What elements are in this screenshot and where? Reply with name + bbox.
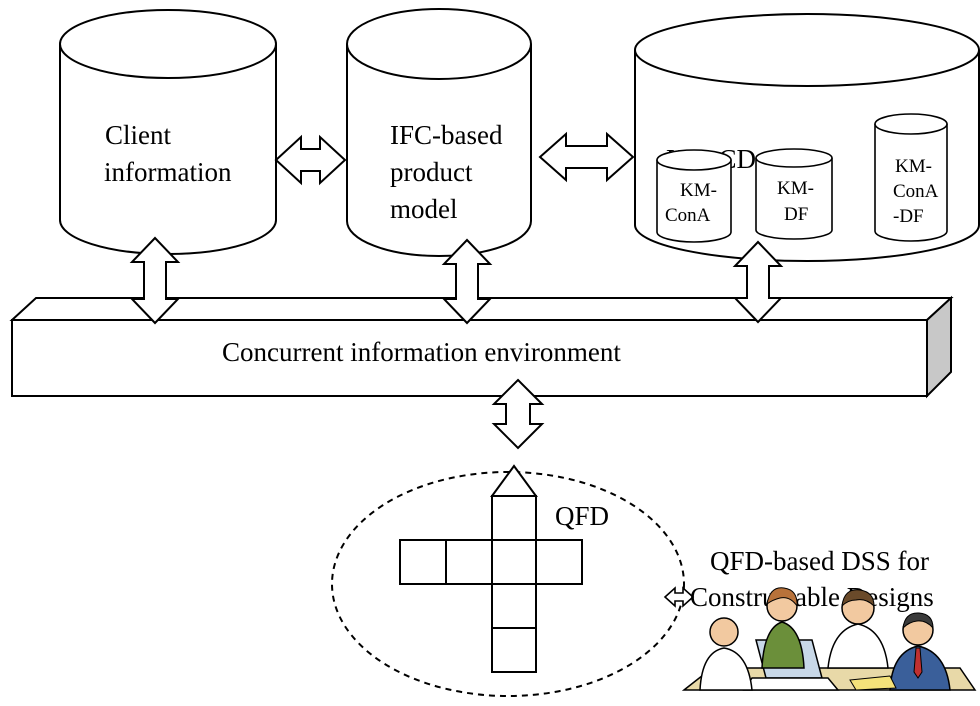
double-arrow-product-environment (441, 238, 493, 325)
km-cona-df-database: KM- ConA -DF (874, 113, 948, 242)
double-arrow-qfd-dss (663, 586, 695, 608)
qfd-cell-bottom-1 (491, 583, 537, 629)
qfd-cell-bottom-2 (491, 627, 537, 673)
double-arrow-product-kmcd (538, 131, 635, 183)
qfd-cell-center (491, 539, 537, 585)
qfd-cell-top-1 (491, 495, 537, 541)
km-df-database: KM- DF (755, 148, 833, 240)
km-cona-database: KM- ConA (656, 149, 732, 243)
double-arrow-kmcd-environment (732, 240, 784, 324)
client-label-line1: Client (105, 120, 171, 150)
kmdf-label-line2: DF (784, 204, 808, 225)
person-center-hair (841, 589, 875, 608)
kmconadf-label-line2: ConA (893, 181, 939, 202)
km-cd-qfd-database: KM-CD-QFD KM- ConA KM- DF KM- ConA -DF (634, 13, 980, 262)
qfd-dashed-boundary (331, 471, 685, 697)
kmdf-label-line1: KM- (777, 178, 814, 199)
person-right-hair (902, 612, 934, 630)
product-label-line1: IFC-based (390, 120, 503, 150)
dss-label-line1: QFD-based DSS for (710, 546, 929, 576)
double-arrow-client-environment (129, 236, 181, 325)
ifc-product-model-database: IFC-based product model (346, 8, 532, 257)
dss-label-line2: Constructable Designs (690, 582, 934, 612)
person-center-body (827, 623, 889, 669)
desk-paper (849, 675, 897, 691)
qfd-cell-left-2 (399, 539, 447, 585)
double-arrow-client-product (274, 134, 347, 186)
kmcona-label-line2: ConA (665, 205, 711, 226)
person-left-body (699, 647, 753, 691)
double-arrow-environment-qfd (491, 378, 545, 450)
concurrent-environment-bar: Concurrent information environment (9, 295, 954, 399)
laptop-base (742, 677, 840, 691)
qfd-cell-right-1 (535, 539, 583, 585)
qfd-roof (490, 464, 538, 497)
person-woman-body (761, 621, 805, 669)
environment-label: Concurrent information environment (222, 337, 621, 367)
person-woman-hair (766, 587, 798, 608)
qfd-module: QFD (331, 464, 685, 697)
kmcona-label-line1: KM- (680, 180, 717, 201)
person-left-head (709, 617, 739, 647)
team-clipart-illustration (681, 587, 977, 691)
kmconadf-label-line1: KM- (895, 156, 932, 177)
product-label-line3: model (390, 194, 458, 224)
qfd-cross-grid (399, 464, 583, 673)
client-information-database: Client information (59, 9, 277, 255)
qfd-label: QFD (555, 501, 609, 531)
qfd-cell-left-1 (445, 539, 493, 585)
kmconadf-label-line3: -DF (893, 206, 924, 227)
person-right-tie (913, 647, 923, 679)
bar-front-face (11, 319, 928, 397)
product-label-line2: product (390, 157, 473, 187)
client-label-line2: information (104, 157, 232, 187)
